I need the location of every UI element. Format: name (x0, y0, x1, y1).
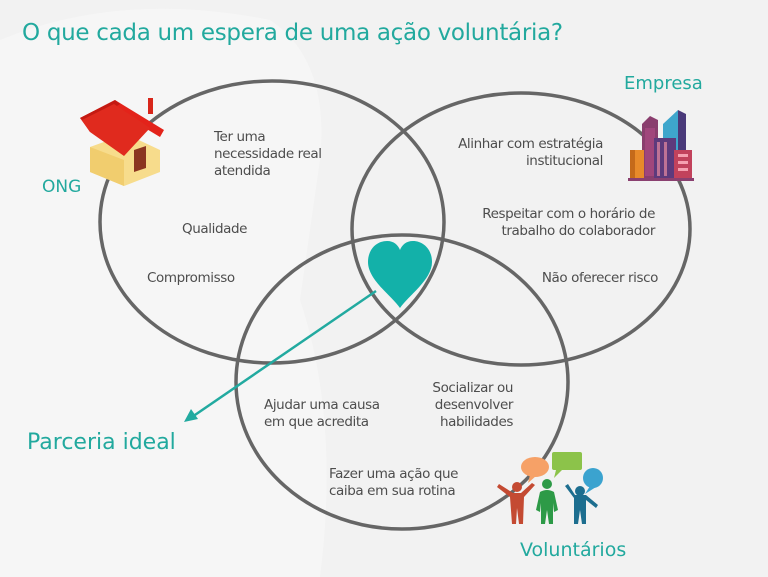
empresa-item-risco: Não oferecer risco (541, 270, 659, 286)
voluntarios-circle (234, 233, 570, 531)
heart-icon (368, 241, 432, 308)
parceria-ideal-label: Parceria ideal (27, 430, 176, 455)
voluntarios-item-socializar: Socializar ou desenvolver habilidades (432, 380, 513, 430)
page-title: O que cada um espera de uma ação voluntá… (22, 20, 563, 46)
buildings-icon (628, 110, 694, 181)
empresa-item-respeitar: Respeitar com o horário de trabalho do c… (482, 206, 655, 239)
voluntarios-item-causa: Ajudar uma causa em que acredita (264, 397, 380, 430)
house-icon (80, 98, 164, 186)
ong-item-qualidade: Qualidade (182, 221, 248, 237)
empresa-item-alinhar: Alinhar com estratégia institucional (458, 136, 603, 169)
ong-item-necessidade: Ter uma necessidade real atendida (214, 129, 322, 179)
arrow-icon (184, 289, 377, 422)
empresa-circle (350, 91, 692, 367)
ong-item-compromisso: Compromisso (147, 270, 235, 286)
voluntarios-item-rotina: Fazer uma ação que caiba em sua rotina (329, 466, 459, 499)
people-talking-icon (497, 452, 603, 524)
voluntarios-label: Voluntários (520, 539, 627, 561)
empresa-label: Empresa (624, 73, 703, 94)
ong-label: ONG (42, 177, 82, 197)
